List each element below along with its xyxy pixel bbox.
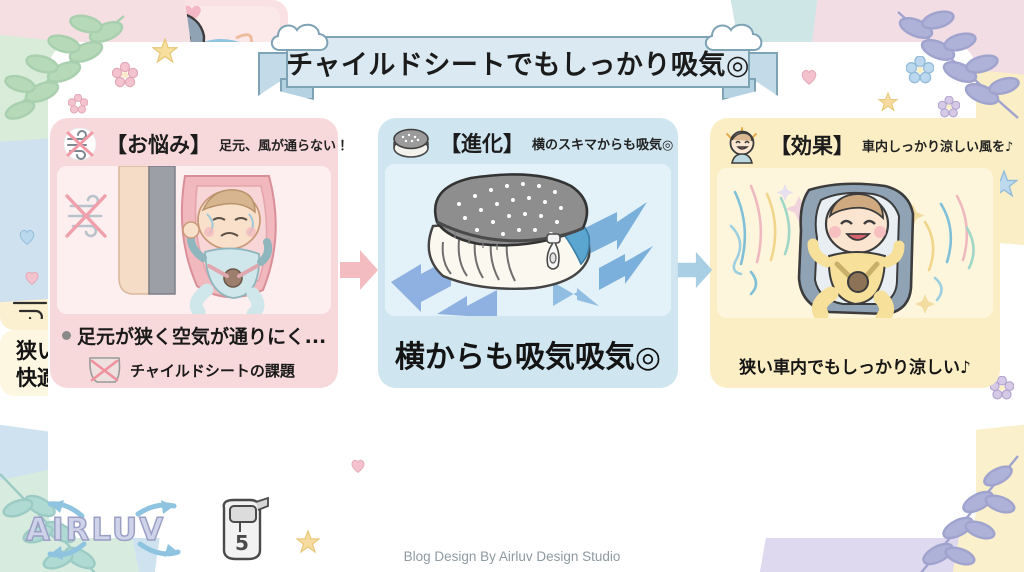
leaf-sprig-top-right — [897, 10, 1020, 119]
heart-icon — [801, 69, 817, 85]
flower-icon — [938, 96, 960, 118]
problem-bullet-text: 足元が狭く空気が通りにく... — [77, 326, 327, 348]
panel-evolution-header: 【進化】 横のスキマからも吸気◎ — [378, 118, 678, 164]
heart-icon — [351, 459, 365, 473]
panel-evolution-caption: 横からも吸気吸気◎ — [394, 340, 662, 375]
panel-effect-illustration — [717, 168, 993, 318]
panel-effect: 【効果】 車内しっかり涼しい風を♪ — [710, 118, 1013, 388]
no-wind-icon — [63, 127, 97, 161]
panel-effect-subtitle: 車内しっかり涼しい風を♪ — [862, 139, 1014, 155]
flower-icon — [906, 56, 934, 84]
bullet-dot — [62, 331, 71, 340]
star-icon — [878, 92, 898, 112]
bullet-dot — [12, 155, 21, 164]
arrow-problem-to-evolution — [340, 250, 378, 290]
mesh-cushion-icon — [393, 128, 429, 158]
cloud-icon — [270, 23, 329, 51]
panel-problem-title: 【お悩み】 — [106, 133, 211, 157]
panel-evolution-title: 【進化】 — [440, 132, 524, 156]
panel-effect-caption: 狭い車内でもしっかり涼しい♪ — [739, 358, 971, 378]
problem-bullet: 足元が狭く空気が通りにく... — [62, 322, 326, 349]
problem-subnote-text: チャイルドシートの課題 — [130, 361, 295, 380]
panel-problem: 【お悩み】 足元、風が通らない！ — [50, 118, 349, 388]
panel-problem-footer: 足元が狭く空気が通りにく... チャイルドシートの課題 — [50, 314, 338, 393]
panel-problem-header: 【お悩み】 足元、風が通らない！ — [50, 118, 349, 166]
panel-bottom-left-illustration — [0, 0, 288, 136]
airluv-wordmark: AIRLUV — [25, 511, 166, 549]
panel-problem-subtitle: 足元、風が通らない！ — [219, 138, 350, 154]
panel-effect-title: 【効果】 — [770, 134, 854, 158]
panel-effect-header: 【効果】 車内しっかり涼しい風を♪ — [710, 118, 1013, 168]
problem-subnote: チャイルドシートの課題 — [62, 355, 326, 385]
corner-wash-top-right-pink — [805, 0, 1024, 126]
happy-baby-icon — [726, 127, 757, 164]
footer-credit: Blog Design By Airluv Design Studio — [403, 549, 621, 564]
panel-evolution-subtitle: 横のスキマからも吸気◎ — [532, 137, 674, 153]
panel-problem-illustration — [57, 166, 331, 314]
panel-evolution: 【進化】 横のスキマからも吸気◎ — [378, 118, 678, 388]
title-text: チャイルドシートでもしっかり吸気◎ — [286, 49, 750, 81]
cloud-icon — [704, 23, 763, 51]
crossed-out-seat-icon — [89, 357, 121, 383]
title-banner: チャイルドシートでもしっかり吸気◎ — [258, 16, 778, 102]
panel-evolution-illustration — [385, 164, 671, 316]
arrow-evolution-to-effect — [677, 251, 713, 289]
